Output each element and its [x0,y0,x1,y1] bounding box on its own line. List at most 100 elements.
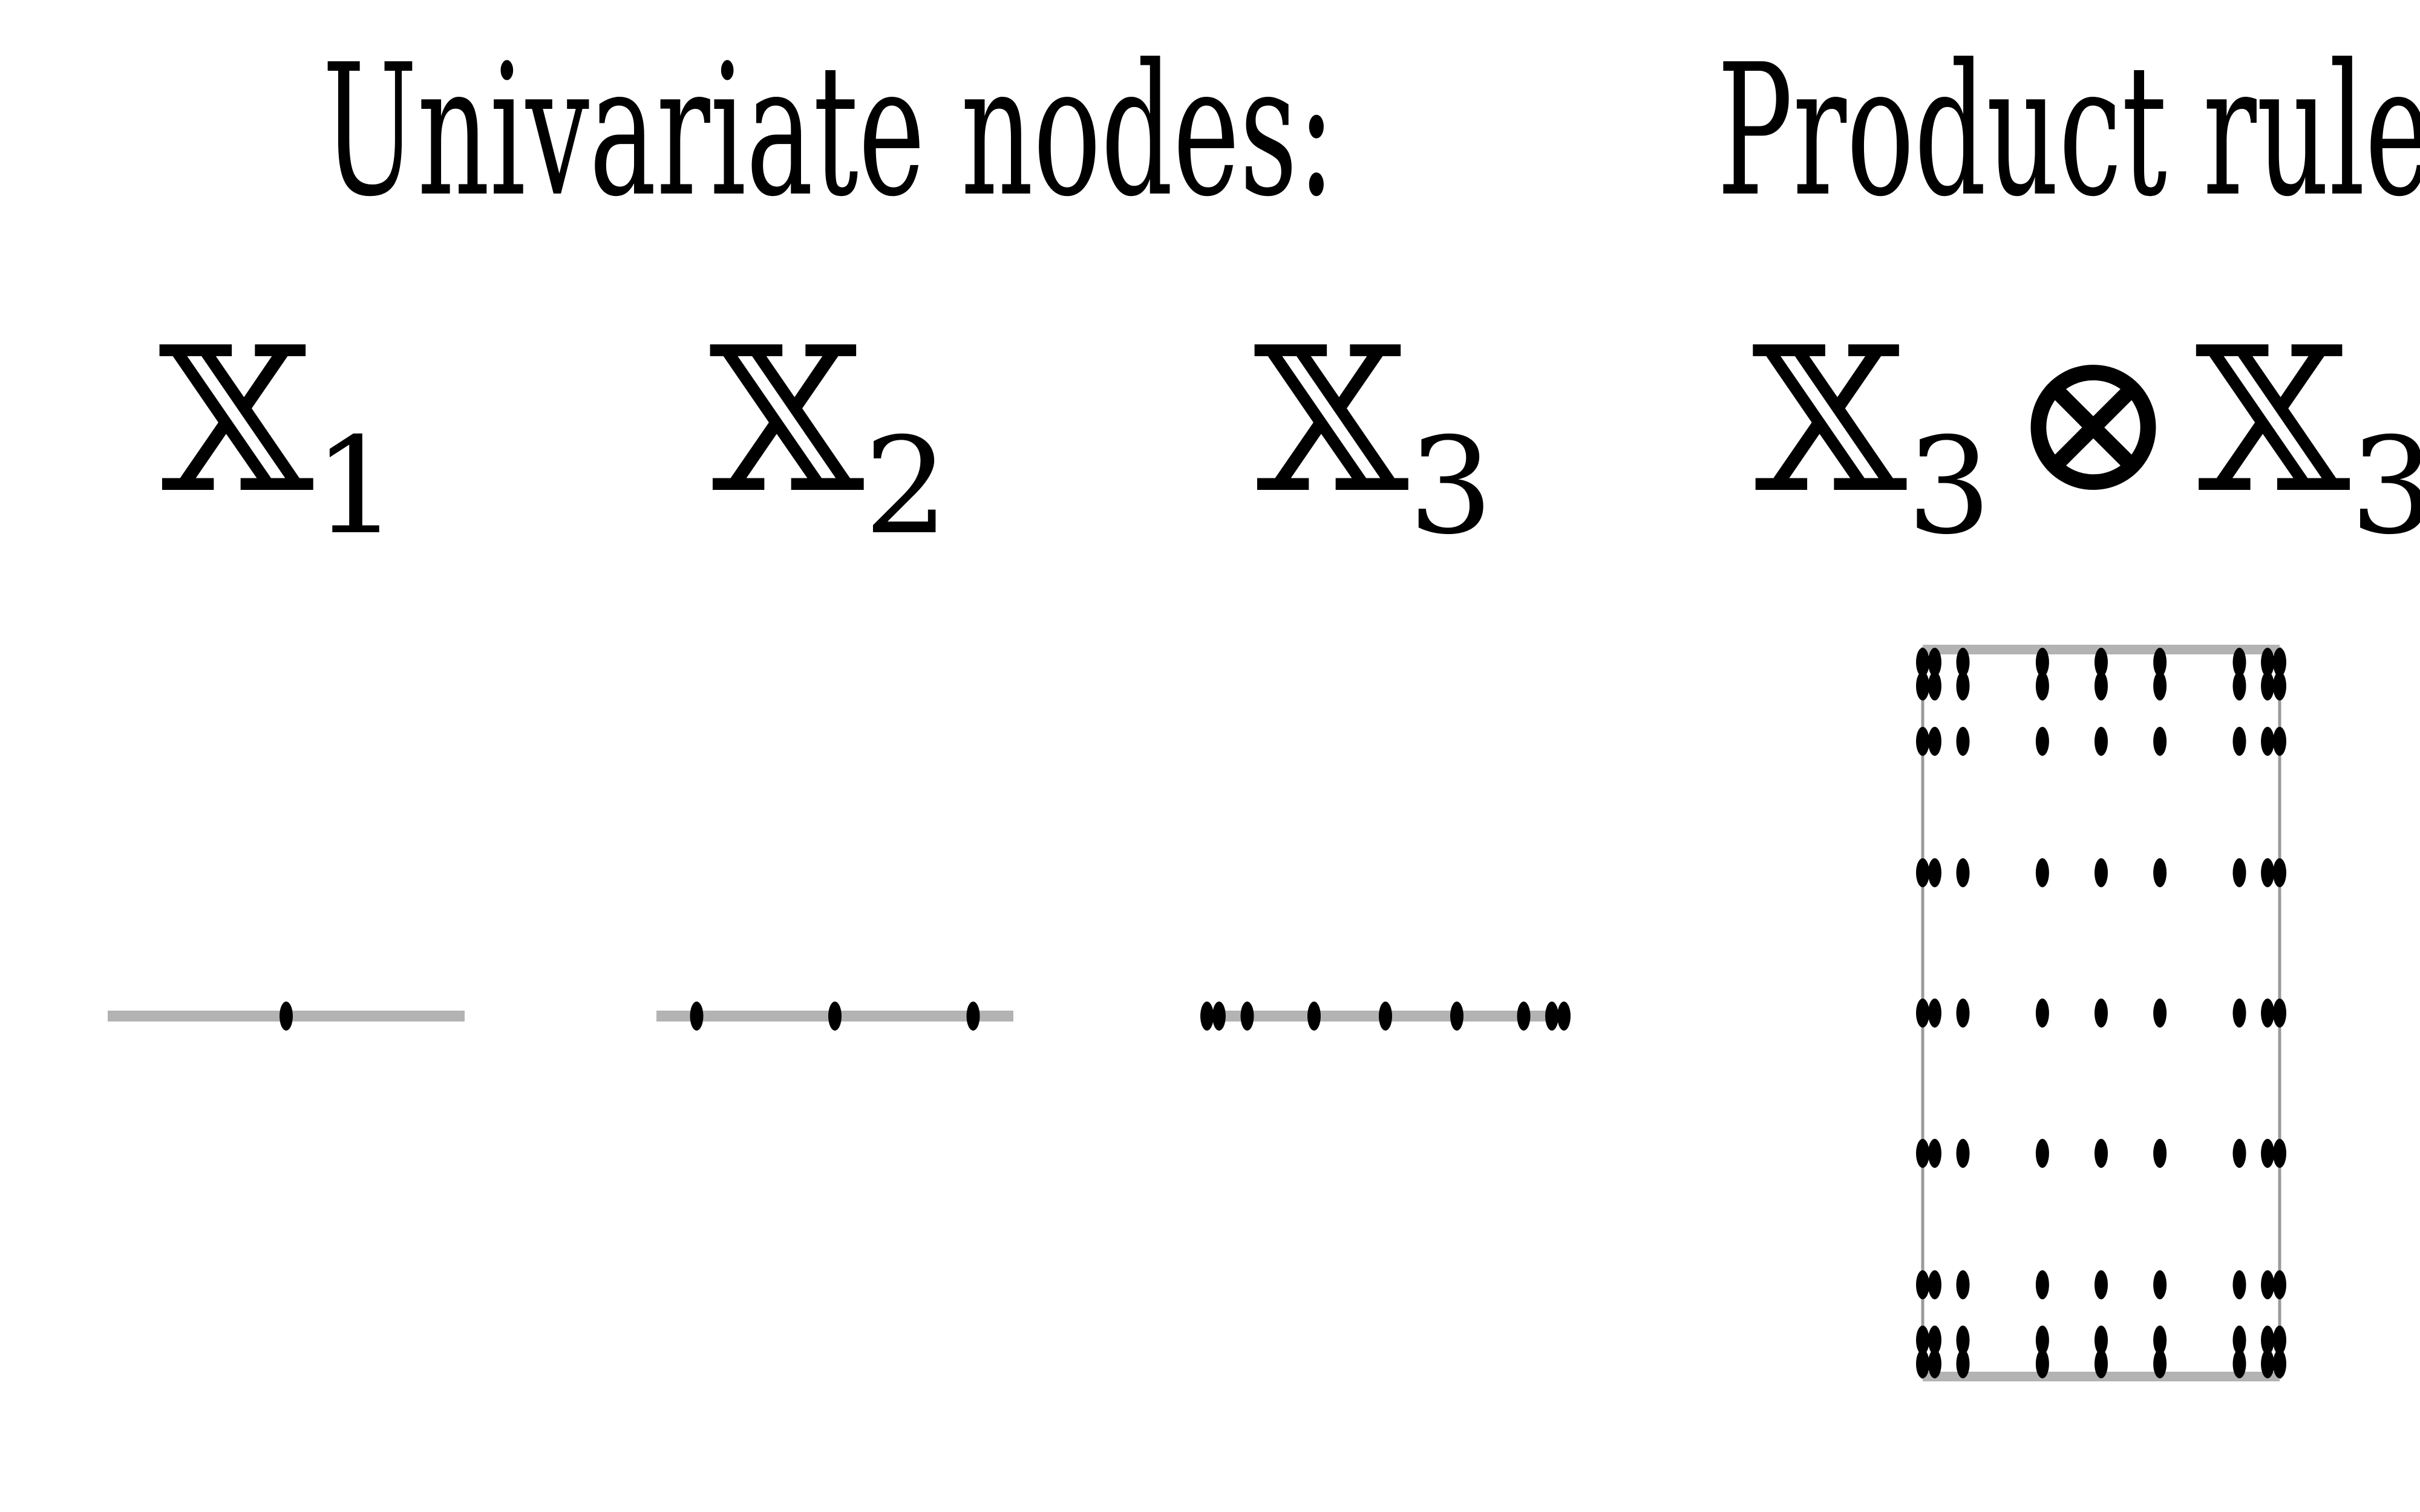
node-x1-0 [280,1002,293,1031]
product-node-3-1 [1928,858,1941,887]
product-node-6-2 [1956,1270,1970,1300]
product-node-2-2 [1956,726,1970,756]
product-node-1-8 [2273,671,2286,701]
univariate-nodes [280,1002,1571,1031]
product-node-1-6 [2232,671,2246,701]
product-node-0-2 [1956,648,1970,677]
node-x2-0 [690,1002,704,1031]
product-node-2-0 [1916,726,1929,756]
product-node-0-5 [2153,648,2167,677]
node-x3-0 [1200,1002,1214,1031]
product-node-4-5 [2153,999,2167,1028]
product-node-8-7 [2261,1349,2275,1378]
product-node-7-4 [2095,1325,2108,1355]
product-node-2-3 [2035,726,2049,756]
product-heading: Product rule: [1717,25,2420,236]
product-node-0-0 [1916,648,1929,677]
product-node-4-1 [1928,999,1941,1028]
product-node-1-3 [2035,671,2049,701]
set-label-x3: 𝕏3 [1254,305,1493,564]
product-node-0-4 [2095,648,2108,677]
product-node-5-2 [1956,1139,1970,1168]
product-node-7-3 [2035,1325,2049,1355]
set-label-x1: 𝕏1 [159,305,398,564]
product-node-3-2 [1956,858,1970,887]
product-node-4-3 [2035,999,2049,1028]
product-node-5-5 [2153,1139,2167,1168]
product-node-3-5 [2153,858,2167,887]
product-node-4-2 [1956,999,1970,1028]
node-x3-3 [1307,1002,1321,1031]
product-node-4-6 [2232,999,2246,1028]
product-node-6-4 [2095,1270,2108,1300]
product-node-7-1 [1928,1325,1941,1355]
univariate-heading: Univariate nodes: [322,25,1335,236]
product-node-1-7 [2261,671,2275,701]
node-x3-2 [1240,1002,1254,1031]
product-node-4-4 [2095,999,2108,1028]
set-label-x2: 𝕏2 [709,305,949,564]
node-x3-6 [1517,1002,1531,1031]
product-node-8-6 [2232,1349,2246,1378]
product-node-5-8 [2273,1139,2286,1168]
product-node-8-0 [1916,1349,1929,1378]
product-node-1-0 [1916,671,1929,701]
product-node-8-2 [1956,1349,1970,1378]
product-node-5-6 [2232,1139,2246,1168]
node-x3-5 [1450,1002,1463,1031]
product-node-7-5 [2153,1325,2167,1355]
product-node-2-5 [2153,726,2167,756]
product-node-6-1 [1928,1270,1941,1300]
product-node-6-3 [2035,1270,2049,1300]
node-x2-1 [828,1002,842,1031]
product-node-5-3 [2035,1139,2049,1168]
set-label-product: 𝕏3⊗𝕏3 [1752,305,2420,564]
product-node-7-7 [2261,1325,2275,1355]
product-node-2-4 [2095,726,2108,756]
node-x2-2 [966,1002,980,1031]
product-node-2-8 [2273,726,2286,756]
product-node-0-7 [2261,648,2275,677]
product-node-8-3 [2035,1349,2049,1378]
product-node-2-1 [1928,726,1941,756]
product-node-6-7 [2261,1270,2275,1300]
product-node-6-8 [2273,1270,2286,1300]
node-x3-7 [1545,1002,1559,1031]
product-node-4-7 [2261,999,2275,1028]
product-node-5-1 [1928,1139,1941,1168]
product-node-5-7 [2261,1139,2275,1168]
product-node-6-0 [1916,1270,1929,1300]
product-node-4-8 [2273,999,2286,1028]
product-node-1-1 [1928,671,1941,701]
product-node-3-6 [2232,858,2246,887]
product-node-2-7 [2261,726,2275,756]
product-node-3-0 [1916,858,1929,887]
product-node-1-5 [2153,671,2167,701]
product-node-7-2 [1956,1325,1970,1355]
node-x3-8 [1557,1002,1571,1031]
node-x3-4 [1379,1002,1392,1031]
product-node-8-8 [2273,1349,2286,1378]
product-node-7-8 [2273,1325,2286,1355]
product-node-6-5 [2153,1270,2167,1300]
product-node-5-4 [2095,1139,2108,1168]
product-node-0-3 [2035,648,2049,677]
product-node-3-7 [2261,858,2275,887]
product-node-8-5 [2153,1349,2167,1378]
product-node-1-2 [1956,671,1970,701]
product-grid-nodes [1916,648,2286,1378]
product-node-7-6 [2232,1325,2246,1355]
product-node-8-1 [1928,1349,1941,1378]
product-node-2-6 [2232,726,2246,756]
product-node-7-0 [1916,1325,1929,1355]
product-node-8-4 [2095,1349,2108,1378]
product-node-5-0 [1916,1139,1929,1168]
product-node-1-4 [2095,671,2108,701]
product-node-0-1 [1928,648,1941,677]
node-x3-1 [1212,1002,1226,1031]
product-node-4-0 [1916,999,1929,1028]
product-node-6-6 [2232,1270,2246,1300]
product-node-3-4 [2095,858,2108,887]
product-node-3-3 [2035,858,2049,887]
